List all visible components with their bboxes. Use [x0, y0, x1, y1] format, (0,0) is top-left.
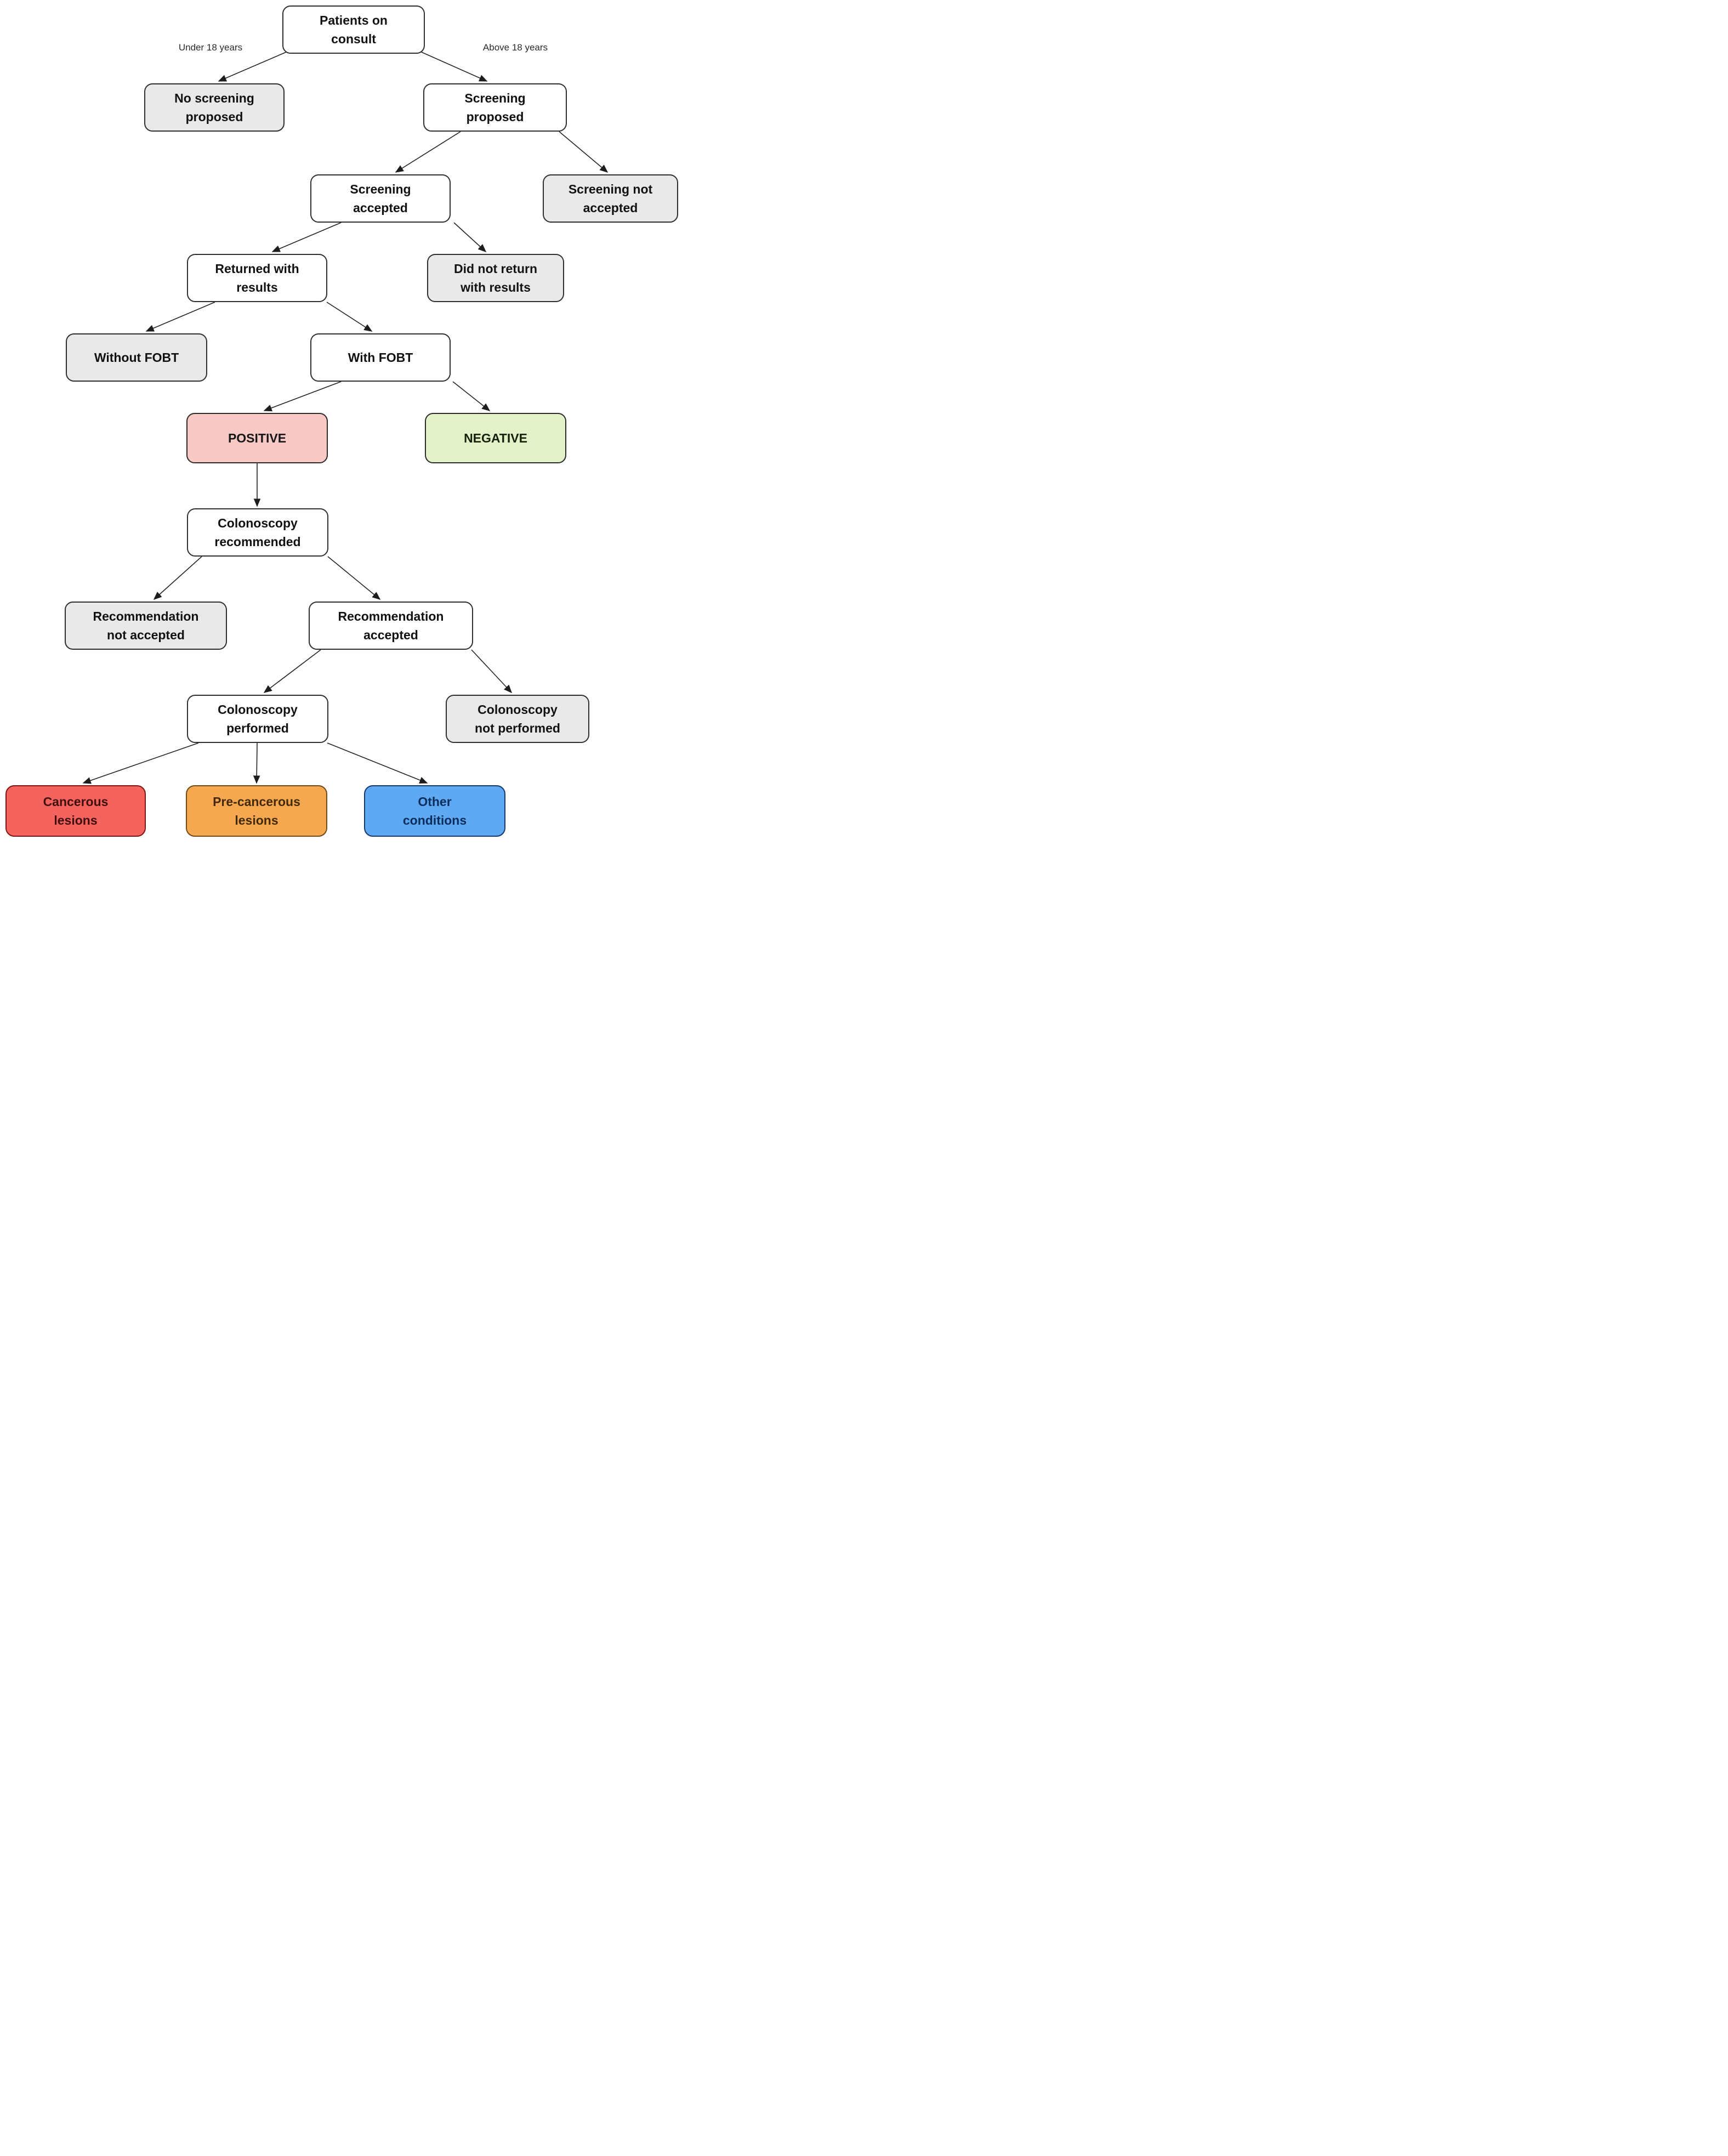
node-did-not-return-with-results: Did not return with results [427, 254, 564, 302]
arrow-patients-to-screening-proposed [417, 50, 488, 82]
node-no-screening-proposed: No screening proposed [144, 83, 285, 132]
arrow-recommended-to-not-accepted [153, 556, 202, 600]
node-negative-result: NEGATIVE [425, 413, 566, 463]
node-recommendation-accepted: Recommendation accepted [309, 602, 473, 650]
node-screening-accepted: Screening accepted [310, 174, 451, 223]
node-with-fobt: With FOBT [310, 333, 451, 382]
node-colonoscopy-not-performed: Colonoscopy not performed [446, 695, 589, 743]
arrow-performed-to-other [327, 742, 428, 784]
node-cancerous-lesions: Cancerous lesions [5, 785, 146, 837]
edge-label-under-18-years: Under 18 years [178, 42, 243, 53]
arrow-recommended-to-accepted [327, 556, 381, 600]
node-colonoscopy-recommended: Colonoscopy recommended [187, 508, 328, 557]
arrow-patients-to-no-screening [218, 50, 291, 82]
node-recommendation-not-accepted: Recommendation not accepted [65, 602, 227, 650]
node-other-conditions: Other conditions [364, 785, 505, 837]
arrow-proposed-to-not-accepted [559, 131, 609, 173]
node-returned-with-results: Returned with results [187, 254, 327, 302]
arrow-accepted-to-performed [263, 649, 321, 693]
arrow-accepted-to-not-performed [471, 649, 513, 694]
node-pre-cancerous-lesions: Pre-cancerous lesions [186, 785, 327, 837]
node-screening-proposed: Screening proposed [423, 83, 567, 132]
flowchart-canvas: Under 18 years Above 18 years Patients o… [0, 0, 680, 848]
node-colonoscopy-performed: Colonoscopy performed [187, 695, 328, 743]
node-screening-not-accepted: Screening not accepted [543, 174, 678, 223]
edge-label-above-18-years: Above 18 years [482, 42, 548, 53]
node-patients-on-consult: Patients on consult [282, 5, 425, 54]
node-without-fobt: Without FOBT [66, 333, 207, 382]
arrow-accepted-to-did-not-return [453, 222, 487, 253]
arrow-accepted-to-returned [271, 222, 342, 252]
arrow-returned-to-with-fobt [326, 302, 373, 332]
arrow-performed-to-cancerous [82, 742, 199, 784]
node-positive-result: POSITIVE [186, 413, 328, 463]
arrow-fobt-to-negative [452, 381, 491, 411]
arrow-returned-to-without-fobt [145, 302, 215, 332]
arrow-fobt-to-positive [263, 381, 342, 412]
arrow-proposed-to-accepted [395, 131, 461, 173]
